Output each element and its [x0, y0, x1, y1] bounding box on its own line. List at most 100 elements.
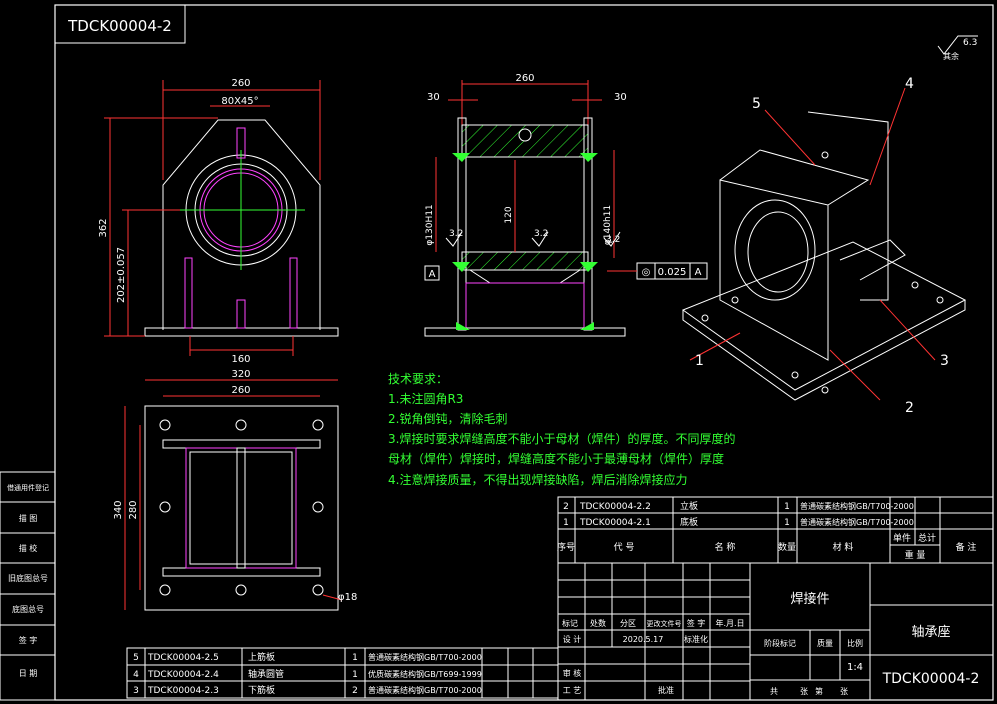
tb-scale: 1:4: [847, 662, 863, 673]
side-label: 描 校: [19, 543, 38, 553]
section-dim-right: 30: [614, 92, 627, 103]
header-code: 代 号: [614, 542, 635, 553]
tb-ratio: 比例: [847, 638, 863, 648]
top-dim-inner-height: 280: [128, 500, 139, 519]
section-rough-left: 3.2: [449, 229, 463, 239]
section-view: 260 30 30 φ130H11 φ140h11: [424, 73, 708, 337]
isometric-view: [681, 111, 967, 401]
title-block: [557, 562, 994, 701]
header-total: 总计: [918, 532, 936, 544]
part-material: 普通碳素结构钢GB/T700-2000: [368, 652, 482, 662]
tech-title: 技术要求：: [388, 372, 448, 386]
tb-stage: 阶段标记: [764, 638, 796, 648]
side-label: 日 期: [19, 669, 38, 678]
part-material: 普通碳素结构钢GB/T700-2000: [800, 501, 914, 511]
front-dim-chamfer: 80X45°: [221, 96, 258, 107]
tolerance-value: 0.025: [658, 267, 687, 278]
iso-label-1: 1: [695, 353, 704, 369]
header-remark: 备 注: [956, 541, 977, 553]
front-dim-center-height: 202±0.057: [116, 247, 127, 303]
part-seq: 5: [133, 653, 139, 663]
iso-label-4: 4: [905, 76, 914, 92]
drawing-number-top: TDCK00004-2: [67, 17, 172, 35]
part-material: 普通碳素结构钢GB/T700-2000: [800, 517, 914, 527]
tb-sheet-word: 张: [800, 687, 808, 696]
parts-list-lower: [126, 647, 559, 699]
tolerance-symbol: ◎: [642, 267, 651, 278]
section-dim-mid: 120: [504, 206, 514, 223]
part-code: TDCK00004-2.4: [147, 670, 219, 680]
part-code: TDCK00004-2.1: [579, 518, 651, 528]
tb-part-name: 轴承座: [911, 625, 950, 640]
tb-standardize: 标准化: [684, 634, 708, 644]
header-name: 名 称: [715, 541, 736, 553]
tech-item-3-cont: 母材（焊件）焊接时，焊缝高度不能小于最薄母材（焊件）厚度: [388, 451, 724, 466]
tb-zone: 分区: [620, 619, 636, 628]
part-qty: 2: [352, 686, 358, 696]
isometric-leaders: [689, 87, 936, 401]
tb-part-type: 焊接件: [790, 591, 829, 607]
side-strip: [0, 471, 56, 701]
top-dim-inner-width: 260: [231, 385, 250, 396]
tb-sign: 签 字: [687, 618, 706, 628]
tech-requirements: 技术要求： 1.未注圆角R3 2.锐角倒钝，清除毛刺 3.焊接时要求焊缝高度不能…: [388, 372, 735, 487]
tb-design: 设 计: [563, 634, 582, 644]
tb-count: 处数: [590, 618, 606, 628]
tb-approve: 批准: [658, 685, 674, 695]
top-dim-outer-width: 320: [231, 369, 250, 380]
part-code: TDCK00004-2.5: [147, 653, 219, 663]
tb-process: 工 艺: [563, 686, 582, 695]
part-seq: 2: [563, 502, 569, 512]
tech-item-4: 4.注意焊接质量，不得出现焊接缺陷，焊后消除焊接应力: [388, 472, 687, 487]
top-dim-hole: φ18: [338, 592, 357, 603]
front-dim-feet: 160: [231, 354, 250, 365]
header-seq: 序号: [557, 541, 575, 553]
roughness-value: 6.3: [963, 38, 977, 48]
part-name: 下筋板: [248, 684, 275, 696]
side-label: 描 图: [19, 513, 38, 523]
tb-total-sheets: 共: [770, 687, 778, 696]
roughness-note: 其余: [943, 51, 959, 61]
part-qty: 1: [784, 518, 790, 528]
section-rough-right: 3.2: [606, 235, 620, 245]
iso-label-3: 3: [940, 353, 949, 369]
side-label: 底图总号: [12, 604, 44, 614]
part-qty: 1: [352, 653, 358, 663]
sheet-border: [54, 4, 994, 701]
top-view: 320 260 340 280 φ18: [113, 369, 357, 611]
side-label: 旧底图总号: [8, 573, 48, 583]
part-material: 普通碳素结构钢GB/T700-2000: [368, 685, 482, 695]
part-seq: 1: [563, 518, 569, 528]
front-dim-height: 362: [98, 218, 109, 237]
front-view: 260 80X45° 362 202±0.057 160: [98, 78, 339, 365]
part-name: 立板: [680, 500, 698, 512]
iso-label-2: 2: [905, 400, 914, 416]
tech-item-1: 1.未注圆角R3: [388, 391, 463, 406]
tb-mark: 标记: [562, 618, 578, 628]
tb-change-doc: 更改文件号: [647, 619, 682, 628]
tb-weight: 质量: [817, 638, 833, 648]
tb-page-word: 张: [840, 687, 848, 696]
part-qty: 1: [352, 670, 358, 680]
tb-review: 审 核: [563, 668, 582, 678]
section-dim-left: 30: [427, 92, 440, 103]
section-rough-mid: 3.2: [534, 229, 548, 239]
iso-label-5: 5: [752, 96, 761, 112]
section-dim-width: 260: [515, 73, 534, 84]
side-label: 借通用件登记: [7, 483, 49, 492]
tech-item-3: 3.焊接时要求焊缝高度不能小于母材（焊件）的厚度。不同厚度的: [388, 431, 735, 446]
front-dim-width: 260: [231, 78, 250, 89]
side-label: 签 字: [19, 635, 38, 645]
tb-page-no: 第: [815, 686, 823, 696]
part-seq: 4: [133, 670, 139, 680]
header-weight: 重 量: [905, 549, 926, 561]
datum-label: A: [429, 269, 436, 280]
part-name: 上筋板: [248, 651, 275, 663]
header-material: 材 料: [833, 541, 854, 553]
roughness-symbol: 6.3 其余: [937, 35, 978, 61]
part-code: TDCK00004-2.3: [147, 686, 219, 696]
tb-date-value: 2020.5.17: [623, 635, 664, 644]
tb-drawing-number: TDCK00004-2: [882, 671, 980, 687]
part-name: 底板: [680, 516, 698, 528]
